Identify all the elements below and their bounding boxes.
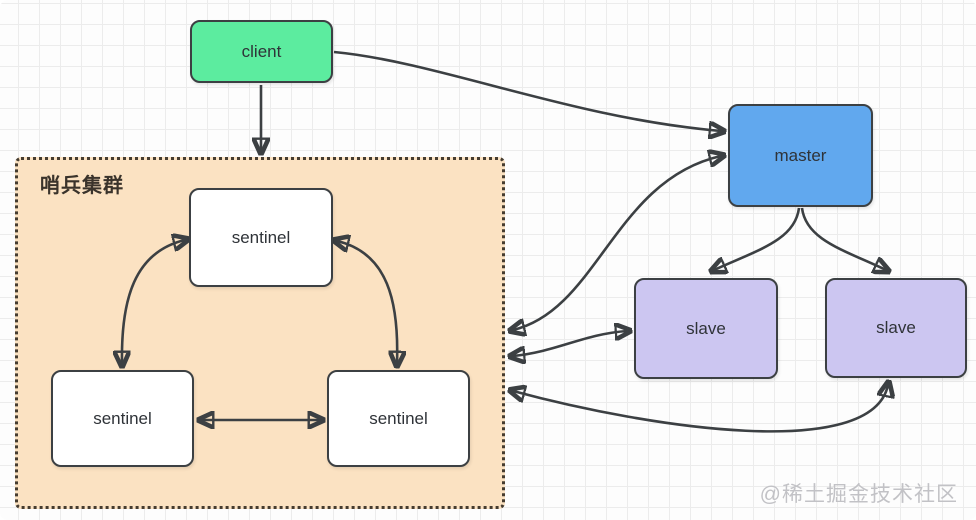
edge-master-to-slave-right (800, 207, 886, 270)
node-client: client (190, 20, 333, 83)
node-client-label: client (241, 41, 282, 61)
node-slave-right-label: slave (876, 318, 916, 337)
node-slave-right: slave (825, 278, 967, 378)
sentinel-cluster-label: 哨兵集群 (40, 175, 124, 197)
node-master: master (728, 104, 873, 207)
edge-master-to-slave-left (714, 207, 801, 270)
node-sentinel-right: sentinel (327, 370, 470, 467)
node-slave-left-label: slave (686, 318, 726, 338)
node-master-label: master (774, 145, 827, 165)
edge-cluster-slave-right-two-way (513, 385, 888, 433)
edge-cluster-slave-left-two-way (513, 331, 627, 356)
node-sentinel-left-label: sentinel (93, 408, 152, 428)
watermark: @稀土掘金技术社区 (759, 483, 958, 506)
node-slave-left: slave (634, 278, 778, 379)
edge-client-to-master (333, 50, 721, 131)
node-sentinel-top: sentinel (189, 188, 333, 287)
node-sentinel-left: sentinel (51, 370, 194, 467)
node-sentinel-right-label: sentinel (369, 408, 428, 428)
node-sentinel-top-label: sentinel (231, 227, 291, 247)
